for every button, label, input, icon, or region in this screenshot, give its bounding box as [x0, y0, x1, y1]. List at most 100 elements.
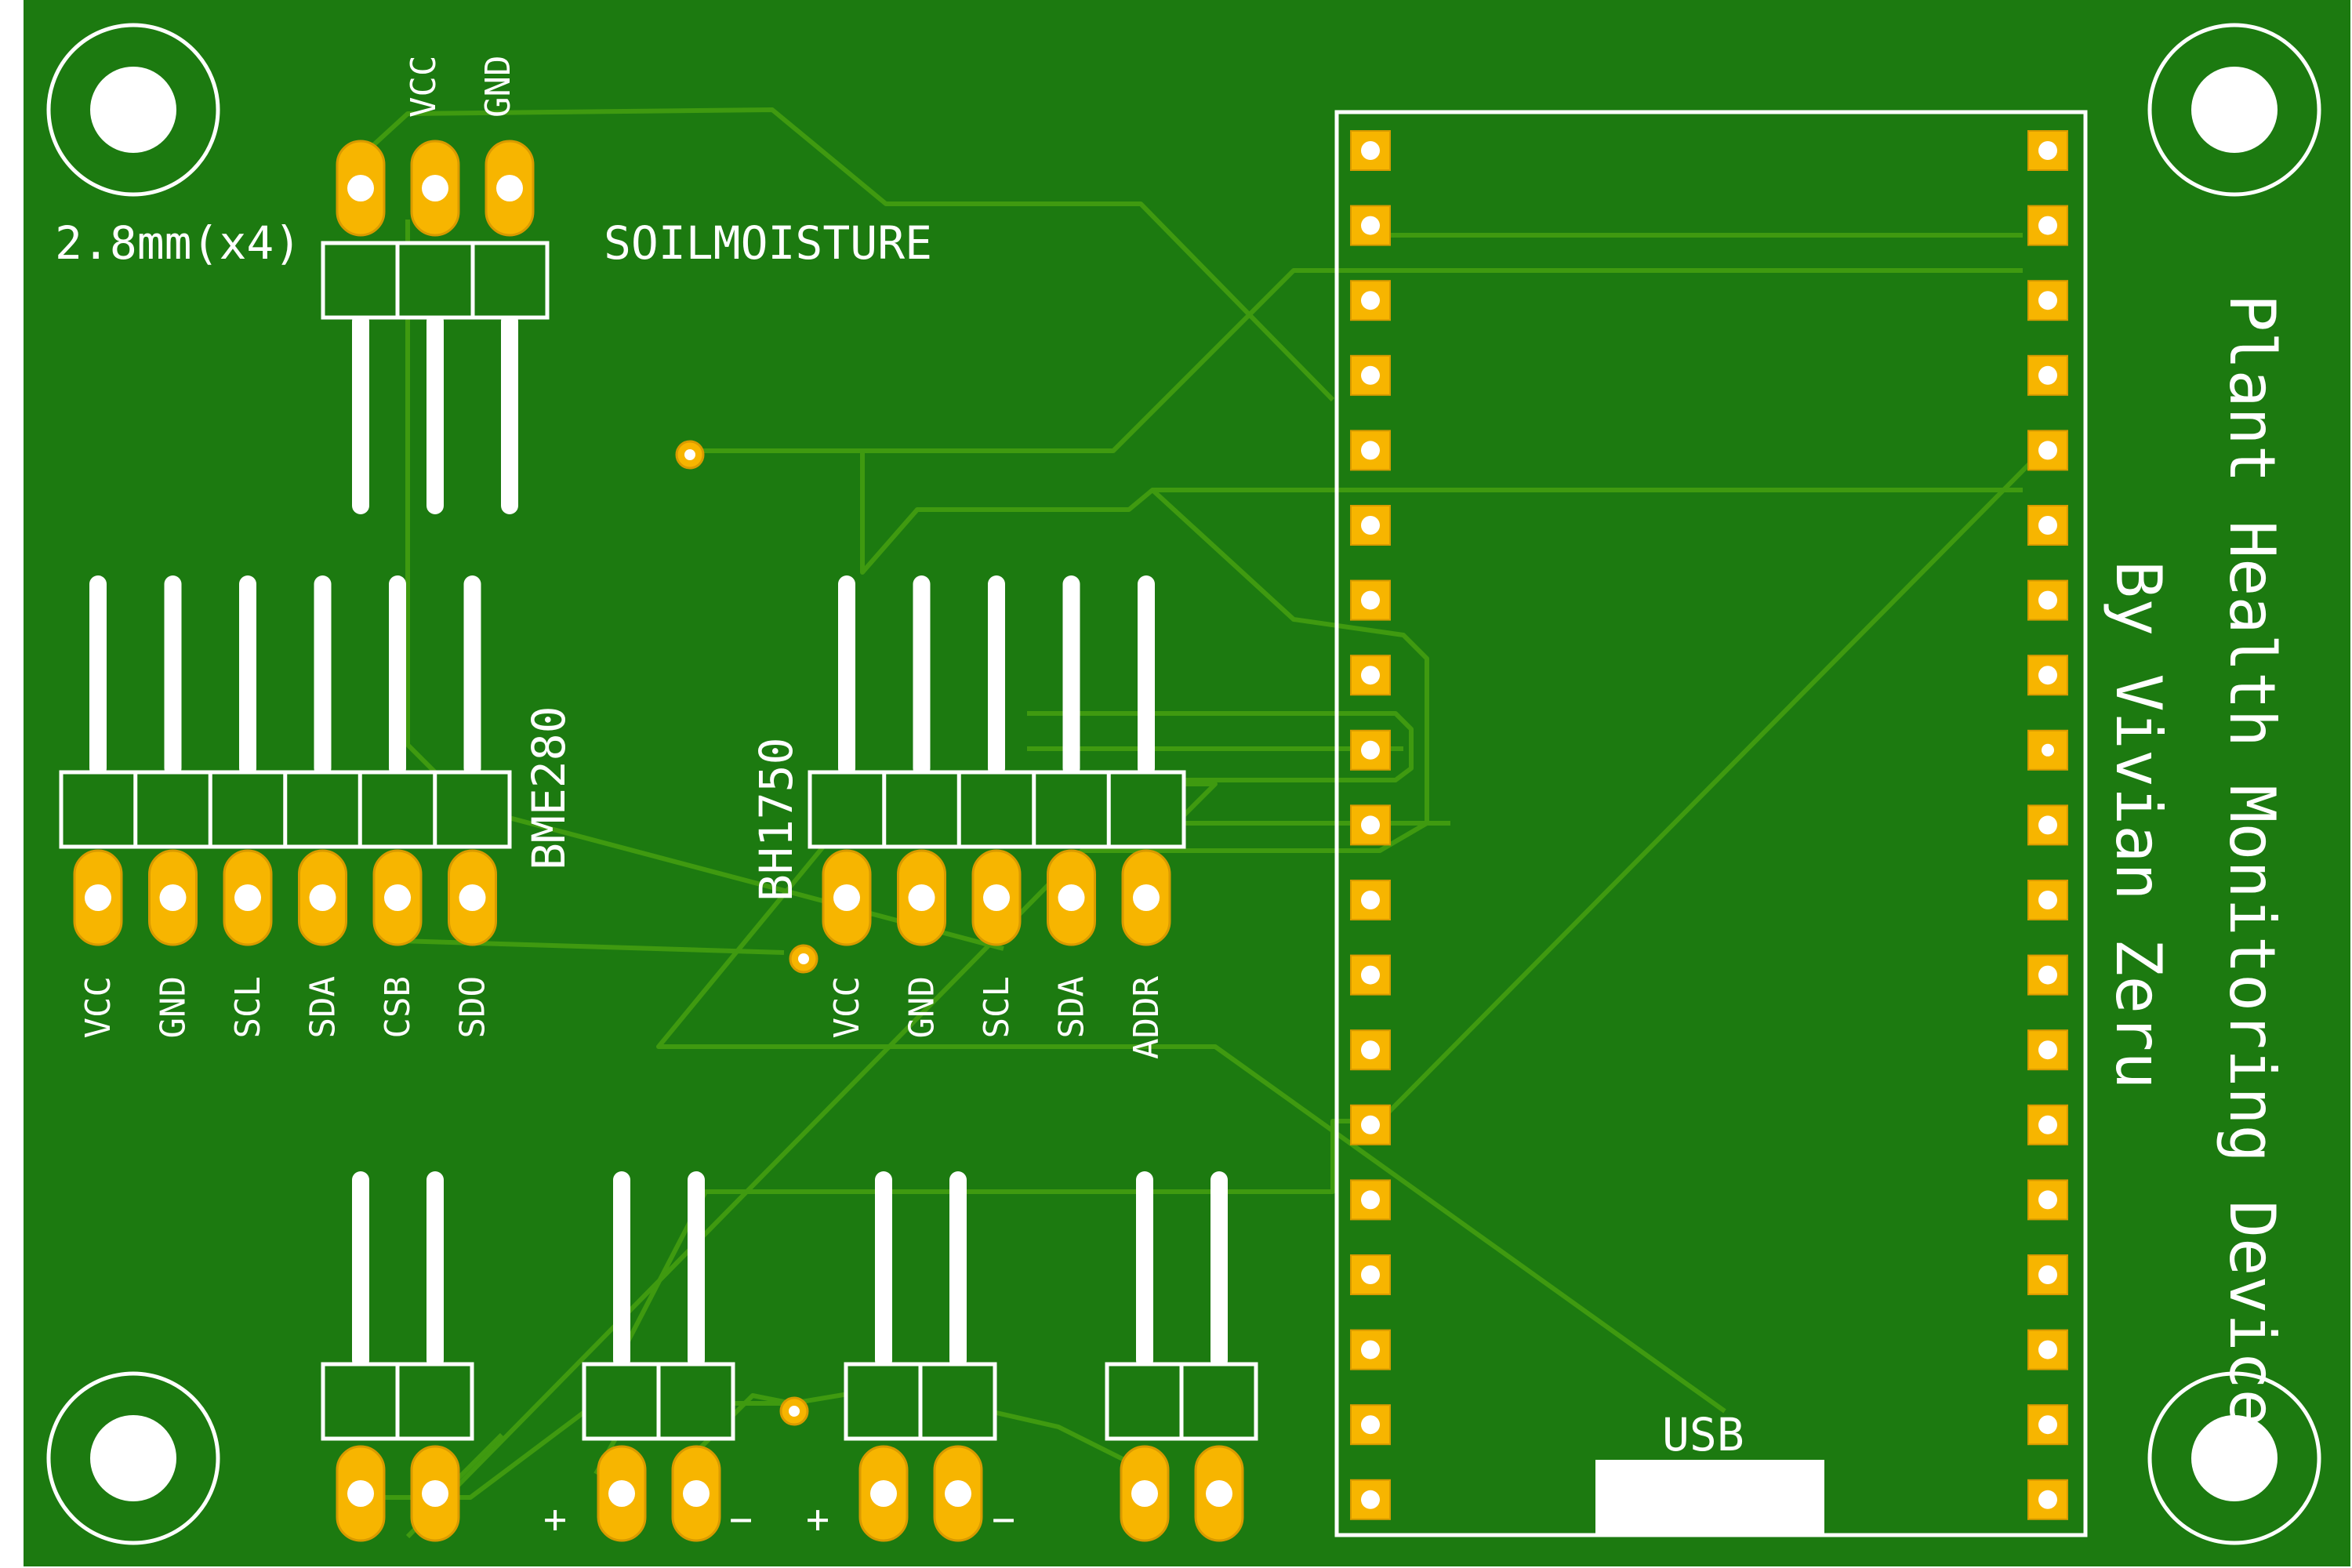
pad-hole — [1361, 740, 1380, 760]
pad-hole — [908, 884, 935, 911]
two-pin-header — [844, 1171, 997, 1542]
pad-hole — [496, 175, 523, 201]
via-hole — [684, 449, 695, 460]
mounting-hole — [2191, 1415, 2278, 1501]
pad-hole — [2038, 1265, 2057, 1284]
pad-hole — [1361, 590, 1380, 610]
mounting-hole-ring — [46, 23, 220, 197]
pad-hole — [2038, 1490, 2057, 1509]
bme-pin-label-sdo: SDO — [453, 976, 493, 1038]
bme280-label: BME280 — [522, 706, 575, 870]
pad-hole — [159, 884, 187, 911]
pad-hole — [347, 1480, 374, 1507]
bme-pin-label-sda: SDA — [303, 976, 343, 1038]
pad-hole — [2038, 141, 2057, 160]
pad-hole — [2038, 1415, 2057, 1435]
pad-hole — [2038, 965, 2057, 985]
bme-pin-label-csb: CSB — [378, 976, 418, 1038]
hole-size-note: 2.8mm(x4) — [55, 216, 301, 270]
soil-pin-label-gnd: GND — [478, 56, 518, 118]
mounting-hole-ring — [46, 1371, 220, 1545]
power-plus-label-2: + — [806, 1497, 829, 1542]
soil-pin-label-vcc: VCC — [404, 56, 444, 118]
pad-hole — [1361, 141, 1380, 160]
bh-pin-label-addr: ADDR — [1127, 975, 1167, 1058]
power-minus-label-1: − — [729, 1497, 753, 1542]
pad-hole — [1361, 1190, 1380, 1210]
pad-hole — [85, 884, 111, 911]
pad-hole — [422, 1480, 448, 1507]
two-pin-header — [321, 1171, 474, 1542]
mcu-pin-pad — [1350, 1479, 1391, 1520]
mounting-hole-ring — [2147, 1371, 2321, 1545]
bh1750-header-body — [808, 770, 1186, 849]
mounting-hole-ring — [2147, 23, 2321, 197]
pad-hole — [2038, 365, 2057, 385]
pad-hole — [1361, 365, 1380, 385]
pad-hole — [234, 884, 261, 911]
usb-label: USB — [1662, 1408, 1744, 1461]
board-author: By Vivian Zeru — [2102, 561, 2175, 1089]
soil-moisture-header-body — [321, 241, 550, 320]
pad-hole — [422, 175, 448, 201]
mounting-holes — [46, 23, 2321, 1545]
pad-hole — [945, 1480, 971, 1507]
pad-hole — [2038, 216, 2057, 235]
pad-hole — [1361, 891, 1380, 909]
pad-hole — [459, 884, 486, 911]
pad-hole — [2038, 1040, 2057, 1060]
two-pin-header — [1105, 1171, 1258, 1542]
mcu-pin-pad — [2027, 130, 2068, 171]
bh-pin-label-sda: SDA — [1052, 976, 1092, 1038]
bh-pin-label-vcc: VCC — [827, 976, 867, 1038]
pad-hole — [1361, 216, 1380, 235]
bme-pin-label-vcc: VCC — [78, 976, 118, 1038]
pad-hole — [1361, 1040, 1380, 1060]
pad-hole — [608, 1480, 635, 1507]
via-hole — [798, 953, 809, 964]
pad-hole — [1206, 1480, 1232, 1507]
pad-hole — [384, 884, 411, 911]
pad-hole — [2038, 1340, 2057, 1359]
pad-hole — [1131, 1480, 1158, 1507]
power-minus-label-2: − — [992, 1497, 1015, 1542]
pad-hole — [2042, 743, 2054, 757]
mounting-hole — [2191, 67, 2278, 153]
pad-hole — [1361, 815, 1380, 835]
power-headers — [321, 1171, 1258, 1542]
pad-hole — [1361, 965, 1380, 985]
pad-hole — [2038, 590, 2057, 610]
pad-hole — [870, 1480, 897, 1507]
board-title: Plant Health Monitoring Device — [2216, 294, 2288, 1427]
bme-pin-label-gnd: GND — [154, 976, 194, 1038]
bme-pin-label-scl: SCL — [228, 976, 268, 1038]
pad-hole — [1361, 1340, 1380, 1359]
pad-hole — [2038, 815, 2057, 835]
pad-hole — [2038, 291, 2057, 310]
pad-hole — [1361, 666, 1380, 685]
bme280-header: VCC GND SCL SDA CSB SDO BME280 — [59, 575, 575, 1038]
via-hole — [789, 1406, 800, 1417]
usb-connector-outline — [1595, 1460, 1824, 1535]
pad-hole — [2038, 441, 2057, 460]
pad-hole — [1133, 884, 1160, 911]
pad-hole — [1361, 1490, 1380, 1509]
pad-hole — [309, 884, 336, 911]
mcu-pin-pad — [1350, 1179, 1391, 1221]
pad-hole — [2038, 1115, 2057, 1134]
power-plus-label-1: + — [543, 1497, 567, 1542]
pad-hole — [983, 884, 1010, 911]
bh1750-label: BH1750 — [750, 737, 803, 902]
pad-hole — [1361, 1415, 1380, 1435]
soil-moisture-header: VCC GND SOILMOISTURE — [321, 56, 932, 514]
pad-hole — [1058, 884, 1085, 911]
mcu-pin-pad — [1350, 1029, 1391, 1071]
bh-pin-label-gnd: GND — [902, 976, 942, 1038]
pad-hole — [2038, 666, 2057, 685]
two-pin-header — [582, 1171, 735, 1542]
pad-hole — [1361, 516, 1380, 535]
mounting-hole — [90, 67, 176, 153]
mcu-module: USB — [1334, 110, 2088, 1537]
